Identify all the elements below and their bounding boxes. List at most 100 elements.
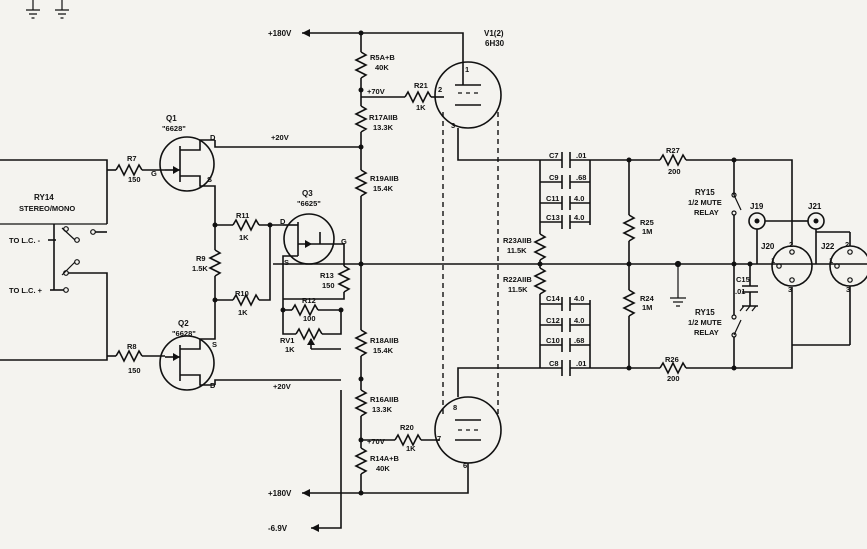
- tube-top: 1 2 3 V1(2) 6H30: [434, 29, 540, 161]
- relay-ry15-bottom: RY15 1/2 MUTE RELAY: [688, 264, 742, 368]
- r14-name: R14A+B: [370, 454, 400, 463]
- q3-pin-g: G: [341, 237, 347, 246]
- c11-value: 4.0: [574, 194, 584, 203]
- r12-name: R12: [302, 296, 316, 305]
- r23-name: R23AIIB: [503, 236, 532, 245]
- transistor-q2: Q2 "6628" S D +20V: [159, 300, 341, 391]
- q2-pin-d: D: [210, 381, 216, 390]
- r20-value: 1K: [406, 444, 416, 453]
- j22-pin3: 3: [846, 285, 850, 294]
- q1-pin-s: S: [207, 175, 212, 184]
- r27-name: R27: [666, 146, 680, 155]
- c14-value: 4.0: [574, 294, 584, 303]
- c14-name: C14: [546, 294, 561, 303]
- q2-type: "6628": [172, 329, 196, 338]
- r26-name: R26: [665, 355, 679, 364]
- r8-value: 150: [128, 366, 141, 375]
- r9-name: R9: [196, 254, 206, 263]
- q2-name: Q2: [178, 319, 189, 328]
- j22-pin1: 1: [829, 256, 833, 265]
- c10-value: .68: [574, 336, 584, 345]
- output-rail-bottom: R26 200: [590, 287, 793, 383]
- q1-pin-g: G: [151, 169, 157, 178]
- r11-value: 1K: [239, 233, 249, 242]
- r19-name: R19AIIB: [370, 174, 399, 183]
- r13-name: R13: [320, 271, 334, 280]
- c13-name: C13: [546, 213, 560, 222]
- j22-pin2: 2: [845, 240, 849, 249]
- r9: R9 1.5K: [192, 222, 222, 303]
- c9-name: C9: [549, 173, 559, 182]
- plus70-bottom-label: +70V: [367, 437, 385, 446]
- r20-name: R20: [400, 423, 414, 432]
- jack-j21: J21: [792, 202, 825, 264]
- r5-zigzag: [354, 51, 368, 79]
- r7: R7 150: [0, 154, 165, 224]
- r18-value: 15.4K: [373, 346, 394, 355]
- ry15-bottom-name: RY15: [695, 308, 715, 317]
- r18-name: R18AIIB: [370, 336, 399, 345]
- plus180-bottom-label: +180V: [268, 489, 292, 498]
- r8-name: R8: [127, 342, 137, 351]
- q3-pin-s: S: [284, 258, 289, 267]
- rv1-value: 1K: [285, 345, 295, 354]
- jack-j19: J19: [748, 202, 766, 264]
- r13-value: 150: [322, 281, 335, 290]
- r5-value: 40K: [375, 63, 389, 72]
- xlr-j22: J22 2 1 3: [792, 231, 867, 346]
- r7-value: 150: [128, 175, 141, 184]
- r11: R11 1K: [215, 211, 283, 242]
- capacitor-bank-bottom: C14 4.0 C12 4.0 C10 .68 C8 .01: [539, 294, 591, 376]
- c10-name: C10: [546, 336, 560, 345]
- r26-value: 200: [667, 374, 680, 383]
- q3-type: "6625": [297, 199, 321, 208]
- r10-value: 1K: [238, 308, 248, 317]
- j20-pin1: 1: [771, 256, 775, 265]
- minus69-rail: -6.9V: [268, 390, 342, 533]
- transistor-q1: Q1 "6628" G D S +20V: [151, 114, 361, 225]
- j22-label: J22: [821, 242, 835, 251]
- xlr-j20: J20 2 1 3: [761, 240, 813, 294]
- c15-value: .01: [735, 287, 745, 296]
- r19-value: 15.4K: [373, 184, 394, 193]
- r24-value: 1M: [642, 303, 652, 312]
- r21: R21 1K: [361, 81, 444, 112]
- capacitor-bank-top: C7 .01 C9 .68 C11 4.0 C13 4.0: [539, 151, 591, 229]
- minus69-label: -6.9V: [268, 524, 288, 533]
- tube-bottom: 8 7 6: [434, 367, 540, 470]
- ry15-bottom-desc1: 1/2 MUTE: [688, 318, 722, 327]
- output-rail-top: R27 200: [590, 146, 793, 245]
- j20-label: J20: [761, 242, 775, 251]
- r12-rv1-network: R12 100 RV1 1K: [280, 264, 344, 354]
- r9-value: 1.5K: [192, 264, 208, 273]
- q1-type: "6628": [162, 124, 186, 133]
- c15-name: C15: [736, 275, 750, 284]
- c11-name: C11: [546, 194, 559, 203]
- q1-name: Q1: [166, 114, 177, 123]
- ground-symbol-mid: [670, 260, 686, 307]
- r22-value: 11.5K: [508, 285, 528, 294]
- c7-value: .01: [576, 151, 586, 160]
- r10: R10 1K: [215, 225, 271, 317]
- ry15-top-desc2: RELAY: [694, 208, 719, 217]
- relay-ry14: RY14 STEREO/MONO TO L.C. - TO L.C. +: [0, 193, 108, 295]
- tube-bottom-pin8: 8: [453, 403, 457, 412]
- r16-zigzag: [354, 389, 368, 417]
- plus70-top-label: +70V: [367, 87, 385, 96]
- plus180-bottom-rail: +180V: [268, 470, 469, 498]
- center-vertical-chain: R5A+B 40K +70V R17AIIB 13.3K R19AIIB 15.…: [354, 33, 400, 493]
- j21-label: J21: [808, 202, 822, 211]
- r27-value: 200: [668, 167, 681, 176]
- ry15-top-desc1: 1/2 MUTE: [688, 198, 722, 207]
- q3-name: Q3: [302, 189, 313, 198]
- r17-zigzag: [354, 105, 368, 133]
- rv1-name: RV1: [280, 336, 294, 345]
- r24-name: R24: [640, 294, 655, 303]
- q1-pin-d: D: [210, 133, 216, 142]
- to-lc-plus-label: TO L.C. +: [9, 286, 43, 295]
- r13: R13 150: [283, 265, 351, 300]
- r23-value: 11.5K: [507, 246, 527, 255]
- plus180-top-label: +180V: [268, 29, 292, 38]
- r16-name: R16AIIB: [370, 395, 399, 404]
